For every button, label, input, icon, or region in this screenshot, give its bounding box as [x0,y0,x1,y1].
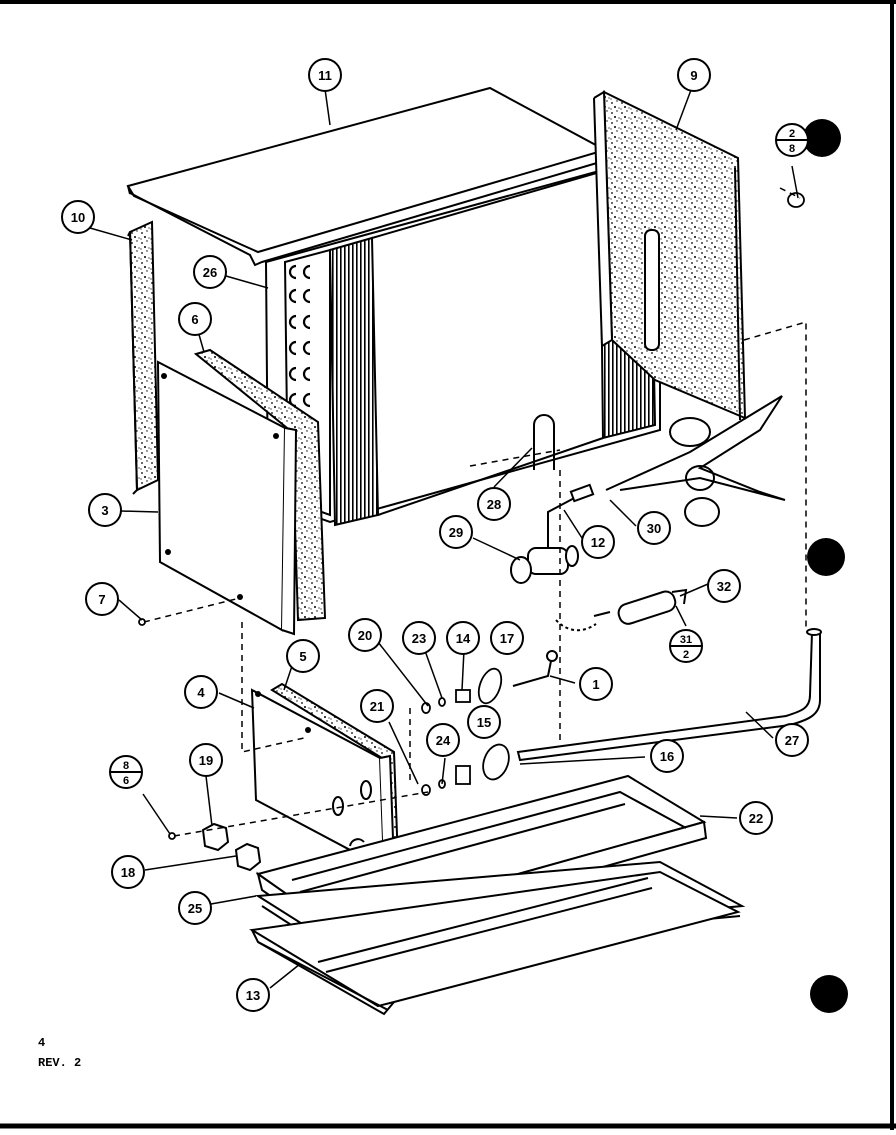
callout-circle-32 [707,569,741,603]
callout-circle-22 [739,801,773,835]
callout-label-32: 32 [717,579,731,594]
fraction-bottom-label: 2 [683,649,689,661]
binder-holes [803,119,848,1013]
fraction-bottom-label: 8 [789,143,795,155]
callout-circle-28 [477,487,511,521]
callout-label-10: 10 [71,210,85,225]
callout-circle-24 [426,723,460,757]
callout-circle-7 [85,582,119,616]
callout-circle-29 [439,515,473,549]
callout-circle-19 [189,743,223,777]
callout-circle-1 [579,667,613,701]
top-cover-part [126,86,608,267]
fraction-top-label: 2 [789,128,795,140]
callout-label-27: 27 [785,733,799,748]
rear-insulation-panel [593,90,747,421]
callout-circle-11 [308,58,342,92]
bottom-rail-part [249,870,741,1016]
callout-label-12: 12 [591,535,605,550]
front-panel-part [156,360,298,636]
callout-circle-15 [467,705,501,739]
callout-label-25: 25 [188,901,202,916]
fraction-top-label: 8 [123,760,129,772]
callout-circle-17 [490,621,524,655]
callout-circle-4 [184,675,218,709]
callout-label-28: 28 [487,497,501,512]
callout-circle-12 [581,525,615,559]
callout-circle-21 [360,689,394,723]
callout-label-5: 5 [299,649,306,664]
side-bracket-part [127,220,160,495]
callout-label-26: 26 [203,265,217,280]
callout-circle-14 [446,621,480,655]
callout-circle-23 [402,621,436,655]
callout-label-15: 15 [477,715,491,730]
callout-circle-27 [775,723,809,757]
callout-label-9: 9 [690,68,697,83]
callout-label-1: 1 [592,677,599,692]
callout-circle-20 [348,618,382,652]
callout-circle-25 [178,891,212,925]
callout-label-21: 21 [370,699,384,714]
callout-circle-6 [178,302,212,336]
callout-label-30: 30 [647,521,661,536]
callout-label-22: 22 [749,811,763,826]
callout-circle-26 [193,255,227,289]
revision-label: REV. 2 [38,1056,82,1070]
callout-label-18: 18 [121,865,135,880]
callout-circle-30 [637,511,671,545]
callout-label-6: 6 [191,312,198,327]
tubing-assembly [510,395,786,687]
drain-tube-part [516,628,822,762]
callout-label-24: 24 [436,733,451,748]
callout-label-14: 14 [456,631,471,646]
callout-label-13: 13 [246,988,260,1003]
callout-circle-10 [61,200,95,234]
knobs [201,822,262,872]
callout-circle-9 [677,58,711,92]
leader-lines [89,88,799,989]
page-number: 4 [38,1036,46,1050]
callout-label-11: 11 [318,68,332,83]
callout-circle-18 [111,855,145,889]
fraction-top-label: 31 [680,634,692,646]
callout-circle-13 [236,978,270,1012]
callout-label-23: 23 [412,631,426,646]
callout-circle-16 [650,739,684,773]
fraction-bottom-label: 6 [123,775,129,787]
callout-label-7: 7 [98,592,105,607]
callout-circle-5 [286,639,320,673]
callout-label-19: 19 [199,753,213,768]
callout-label-16: 16 [660,749,674,764]
callout-label-17: 17 [500,631,514,646]
callout-label-4: 4 [197,685,205,700]
callout-label-3: 3 [101,503,108,518]
callout-label-20: 20 [358,628,372,643]
assembly-lines [143,187,807,837]
callout-circle-3 [88,493,122,527]
callout-label-29: 29 [449,525,463,540]
